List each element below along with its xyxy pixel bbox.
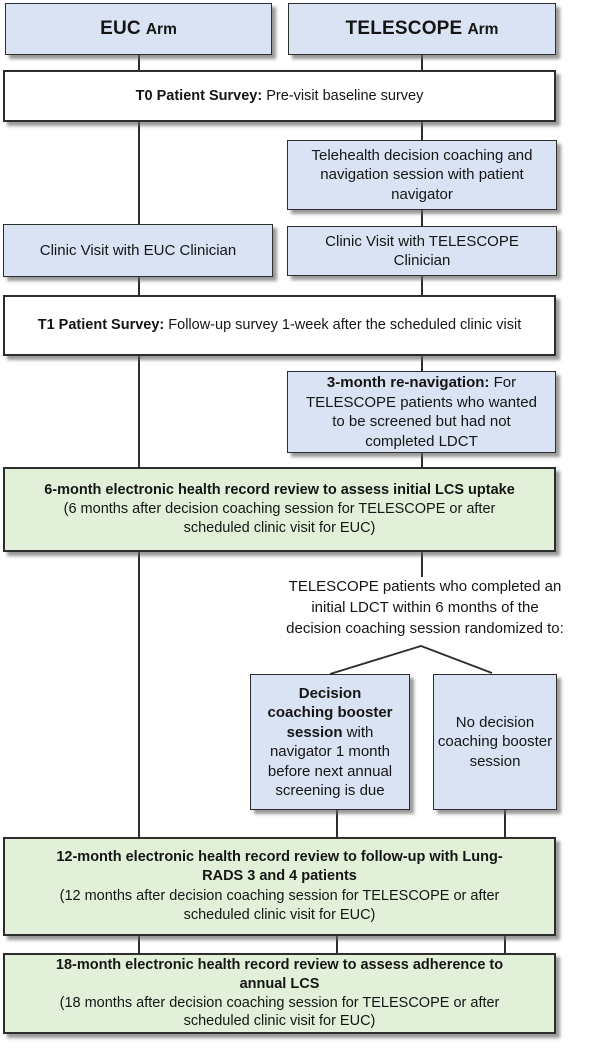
booster-title: Decision coaching booster session (267, 684, 393, 741)
connector-ehr6-to-ehr12-euc (138, 552, 140, 837)
no-booster-text: No decision coaching booster session (437, 713, 553, 770)
box-clinic-visit-telescope: Clinic Visit with TELESCOPE Clinician (287, 226, 557, 276)
connector-ehr12-to-ehr18-nobooster (504, 936, 506, 953)
clinic-visit-telescope-text: Clinic Visit with TELESCOPE Clinician (325, 232, 519, 270)
randomization-note: TELESCOPE patients who completed an init… (250, 576, 600, 640)
t1-survey-title: T1 Patient Survey: (37, 317, 165, 334)
renavigation-text: For TELESCOPE patients who wanted to be … (306, 374, 537, 450)
connector-t0-to-clinic-euc (138, 122, 140, 224)
ehr18-text: (18 months after decision coaching sessi… (59, 994, 500, 1030)
connector-clinic-telescope-to-t1 (421, 276, 423, 295)
connector-t1-to-ehr6-euc (138, 356, 140, 467)
connector-euc-arm-to-t0 (138, 55, 140, 70)
connector-telehealth-to-clinic-telescope (421, 210, 423, 226)
telehealth-session-text: Telehealth decision coaching and navigat… (311, 146, 533, 203)
box-3month-renavigation: 3-month re-navigation: For TELESCOPE pat… (287, 371, 556, 453)
t1-survey-text: Follow-up survey 1-week after the schedu… (164, 317, 522, 334)
connector-t1-to-renav3 (421, 356, 423, 371)
euc-arm-label: EUC (100, 17, 141, 39)
telescope-arm-suffix: Arm (467, 20, 499, 38)
connector-telescope-arm-to-t0 (421, 55, 423, 70)
box-decision-coaching-booster: Decision coaching booster session with n… (250, 674, 410, 810)
connector-ehr6-to-note (421, 552, 423, 577)
box-12month-ehr-review: 12-month electronic health record review… (3, 837, 556, 936)
box-telehealth-session: Telehealth decision coaching and navigat… (287, 140, 557, 210)
euc-arm-suffix: Arm (145, 20, 177, 38)
renavigation-title: 3-month re-navigation: (326, 374, 490, 391)
connector-t0-to-telehealth (421, 122, 423, 140)
connector-ehr12-to-ehr18-booster (336, 936, 338, 953)
booster-text: with navigator 1 month before next annua… (267, 723, 393, 800)
box-t1-survey: T1 Patient Survey: Follow-up survey 1-we… (3, 295, 556, 356)
connector-renav3-to-ehr6 (421, 453, 423, 467)
t0-survey-title: T0 Patient Survey: (135, 87, 263, 104)
connector-ehr12-to-ehr18-euc (138, 936, 140, 953)
box-clinic-visit-euc: Clinic Visit with EUC Clinician (3, 224, 273, 277)
box-no-decision-coaching-booster: No decision coaching booster session (433, 674, 557, 810)
telescope-arm-label: TELESCOPE (345, 17, 463, 39)
box-18month-ehr-review: 18-month electronic health record review… (3, 953, 556, 1034)
randomization-branch-lines (329, 645, 493, 675)
ehr12-title: 12-month electronic health record review… (56, 849, 503, 885)
t0-survey-text: Pre-visit baseline survey (262, 87, 424, 104)
clinic-visit-euc-text: Clinic Visit with EUC Clinician (39, 241, 237, 259)
box-6month-ehr-review: 6-month electronic health record review … (3, 467, 556, 552)
ehr6-text: (6 months after decision coaching sessio… (63, 500, 496, 537)
ehr6-title: 6-month electronic health record review … (44, 481, 515, 498)
connector-nobooster-to-ehr12 (504, 810, 506, 837)
ehr18-title: 18-month electronic health record review… (55, 957, 504, 992)
connector-booster-to-ehr12 (336, 810, 338, 837)
randomization-note-text: TELESCOPE patients who completed an init… (286, 578, 564, 637)
box-t0-survey: T0 Patient Survey: Pre-visit baseline su… (3, 70, 556, 122)
ehr12-text: (12 months after decision coaching sessi… (59, 887, 500, 923)
connector-clinic-euc-to-t1 (138, 277, 140, 295)
